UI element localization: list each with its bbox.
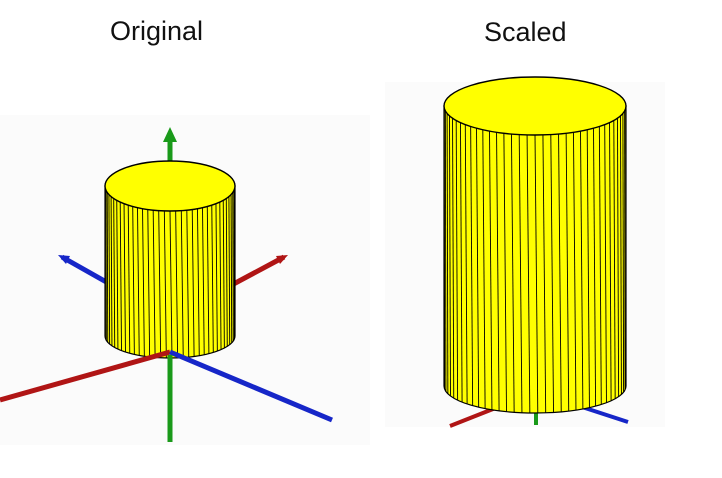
original-x-axis-front (0, 349, 171, 403)
original-cylinder-facet-line (225, 198, 228, 347)
original-cylinder-facet-line (116, 200, 119, 350)
original-cylinder (104, 160, 236, 359)
original-z-axis-front (169, 349, 333, 423)
scaled-cylinder-facet-line (444, 110, 447, 392)
original-cylinder-facet-line (230, 194, 233, 343)
original-title: Original (110, 16, 204, 46)
original-cylinder-facet-line (110, 196, 113, 346)
scaled-cylinder-facet-line (446, 113, 449, 394)
original-cylinder-facet-line (142, 208, 145, 357)
scaled-cylinder-facet-line (550, 133, 554, 413)
scaled-cylinder-facet-line (573, 131, 577, 411)
scaled-cylinder-facet-line (620, 115, 622, 395)
scaled-cylinder-facet-line (510, 133, 515, 413)
original-x-axis-arrowhead (276, 255, 288, 264)
original-cylinder-facet-line (228, 196, 231, 345)
scaled-cylinder-facet-line (622, 113, 625, 393)
scaled-cylinder-facet-line (470, 126, 474, 406)
original-cylinder-facet-line (202, 207, 205, 355)
original-cylinder-facet-line (222, 200, 225, 349)
original-view (0, 127, 333, 442)
original-cylinder-facet-line (158, 210, 162, 358)
scaled-cylinder-facet-line (558, 133, 562, 412)
original-cylinder-facet-line (123, 203, 126, 353)
scaled-cylinder-facet-line (565, 132, 570, 412)
scaled-cylinder-facet-line (613, 120, 616, 399)
scaled-cylinder-facet-line (460, 122, 463, 403)
original-z-axis-arrowhead (58, 255, 70, 264)
original-cylinder-facet-line (169, 210, 173, 358)
scaled-cylinder-facet-line (604, 124, 607, 403)
scaled-cylinder-facet-line (449, 115, 451, 397)
original-cylinder-facet-line (137, 207, 140, 356)
original-cylinder-facet-line (127, 204, 131, 354)
scaled-cylinder-facet-line (580, 130, 584, 409)
original-y-axis-arrowhead (163, 127, 177, 142)
scaled-cylinder-facet-line (534, 134, 539, 413)
scaled-cylinder-facet-line (617, 118, 620, 397)
scaled-cylinder-facet-line (489, 130, 493, 410)
scaled-cylinder-facet-line (586, 129, 590, 408)
scaled-cylinder-facet-line (482, 129, 486, 409)
scaled-view (443, 76, 629, 428)
scaled-cylinder-facet-line (496, 131, 500, 411)
scaled-cylinder-facet-line (455, 120, 459, 401)
scaled-cylinder-facet-line (476, 127, 480, 408)
scaled-cylinder-facet-line (518, 133, 523, 413)
original-cylinder-facet-line (180, 210, 184, 358)
scaled-cylinder-facet-line (598, 126, 602, 405)
original-cylinder-facet-line (215, 203, 218, 352)
scaled-cylinder-facet-line (503, 132, 507, 412)
original-cylinder-facet-line (163, 210, 167, 358)
original-cylinder-facet-line (186, 209, 190, 358)
original-cylinder-facet-line (113, 198, 116, 348)
original-cylinder-facet-line (191, 209, 195, 357)
scaled-cylinder-facet-line (526, 134, 531, 413)
original-cylinder-facet-line (197, 208, 200, 356)
original-cylinder-facet-line (219, 201, 222, 350)
original-cylinder-facet-line (132, 206, 135, 355)
original-cylinder-facet-line (211, 204, 214, 353)
original-cylinder-top-face (104, 160, 236, 212)
scaled-cylinder-facet-line (542, 134, 547, 413)
original-cylinder-facet-line (106, 192, 109, 343)
original-cylinder-facet-line (147, 209, 151, 357)
original-cylinder-facet-line (175, 210, 179, 358)
original-cylinder-facet-line (152, 209, 156, 358)
scaled-cylinder-facet-line (452, 118, 455, 399)
original-cylinder-facet-line (119, 201, 122, 351)
original-cylinder-facet-line (108, 194, 111, 345)
scaled-cylinder (443, 76, 627, 414)
scaled-cylinder-facet-line (464, 124, 468, 404)
scaled-cylinder-facet-line (593, 127, 597, 407)
original-cylinder-facet-line (206, 206, 210, 354)
scaled-cylinder-facet-line (609, 122, 612, 401)
scaled-cylinder-top-face (443, 76, 627, 136)
scaled-title: Scaled (484, 17, 567, 47)
